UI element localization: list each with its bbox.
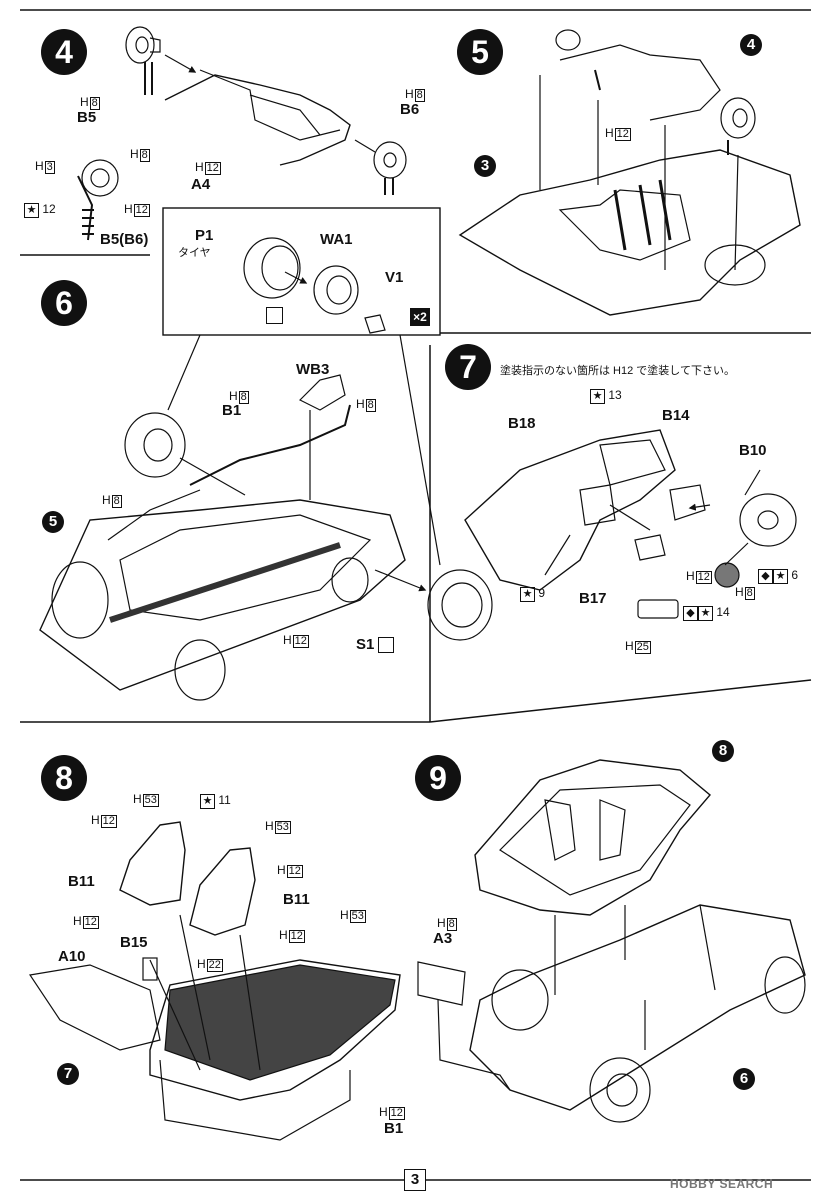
part-v1: V1 [385,269,404,286]
star-paint-12: ★ 12 [24,202,56,218]
callout-6: 6 [733,1068,755,1090]
star-paint-11: ★ 11 [200,793,231,809]
part-p1: P1 [195,227,214,244]
step5-art [458,29,801,316]
part-b10: B10 [739,442,767,459]
step-8-number: 8 [41,755,87,801]
part-wa1: WA1 [320,231,353,248]
callout-5: 5 [42,511,64,533]
step-9-number: 9 [415,755,461,801]
step6-art [39,207,493,701]
part-b5: B5 [77,109,97,126]
part-b11: B11 [283,891,310,908]
part-b18: B18 [508,415,536,432]
step-5-number: 5 [457,29,503,75]
callout-7: 7 [57,1063,79,1085]
step4-art [77,26,407,241]
step8-art [28,821,401,1141]
glue-icon [266,307,283,324]
star-paint-14: ◆★ 14 [683,605,730,621]
callout-8: 8 [712,740,734,762]
step9-art [417,759,806,1123]
part-p1-tire-label: タイヤ [178,247,211,259]
part-b5-b6: B5(B6) [100,231,149,248]
paint-note: 塗装指示のない箇所は H12 で塗装して下さい。 [500,365,735,377]
part-b11: B11 [68,873,95,890]
part-a3: A3 [433,930,453,947]
part-b14: B14 [662,407,690,424]
part-b1: B1 [222,402,242,419]
step-7-number: 7 [445,344,491,390]
star-paint-13: ★ 13 [590,388,622,404]
step-6-number: 6 [41,280,87,326]
callout-3: 3 [474,155,496,177]
step7-art [464,429,797,619]
part-a10: A10 [58,948,86,965]
part-b1: B1 [384,1120,404,1137]
x2-badge: ×2 [410,308,430,326]
part-b17: B17 [579,590,607,607]
glue-icon [378,637,394,653]
part-b6: B6 [400,101,420,118]
watermark: HOBBY SEARCH [670,1177,774,1191]
step-4-number: 4 [41,29,87,75]
part-wb3: WB3 [296,361,330,378]
page-number: 3 [404,1169,426,1191]
part-a4: A4 [191,176,211,193]
star-paint-9: ★ 9 [520,586,545,602]
star-paint-6: ◆★ 6 [758,568,798,584]
callout-4: 4 [740,34,762,56]
part-s1: S1 [356,636,375,653]
part-b15: B15 [120,934,148,951]
